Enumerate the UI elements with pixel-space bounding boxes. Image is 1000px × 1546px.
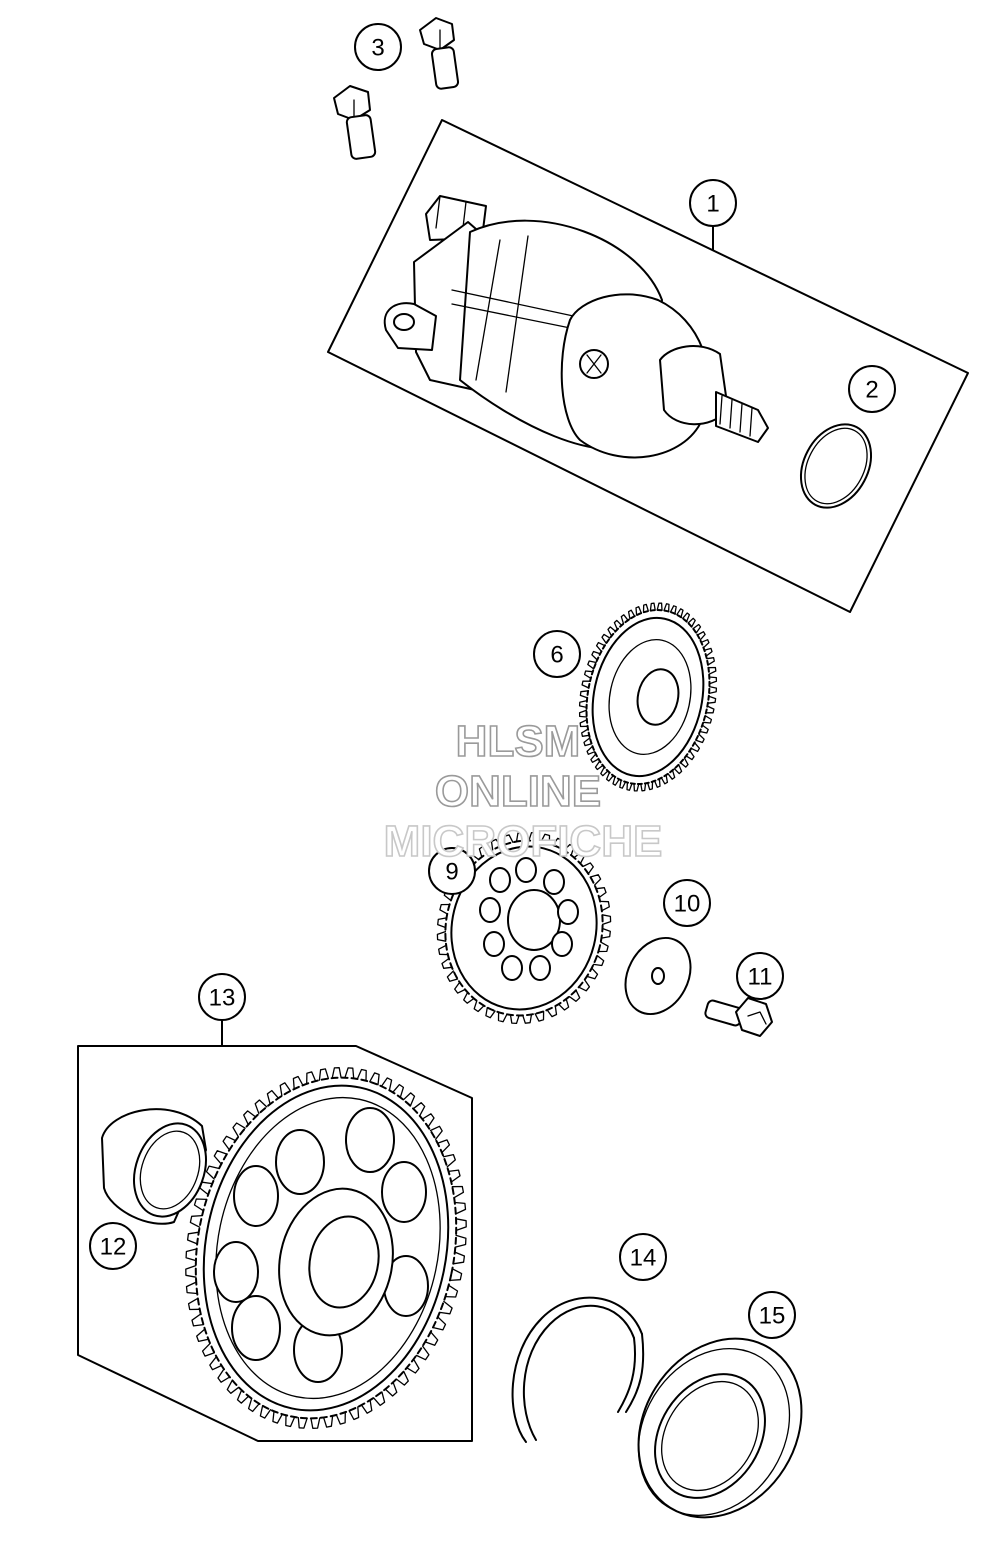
torque-limiter-gear — [444, 839, 604, 1017]
o-ring — [799, 423, 873, 509]
watermark-line-2: ONLINE — [435, 767, 601, 816]
callout-14: 14 — [619, 1233, 667, 1281]
callout-9: 9 — [428, 847, 476, 895]
callout-15: 15 — [748, 1291, 796, 1339]
callout-11: 11 — [736, 952, 784, 1000]
svg-text:13: 13 — [209, 985, 236, 1012]
washer — [624, 936, 692, 1016]
needle-bearing — [101, 1108, 207, 1225]
svg-text:11: 11 — [748, 964, 773, 991]
svg-text:1: 1 — [706, 191, 719, 218]
svg-text:12: 12 — [100, 1234, 127, 1261]
freewheel-gear — [194, 1076, 458, 1420]
callout-1: 1 — [689, 179, 737, 227]
freewheel-frame — [77, 1045, 473, 1442]
svg-text:9: 9 — [445, 859, 458, 886]
starter-motor-frame — [327, 119, 969, 613]
watermark-line-1: HLSM — [456, 717, 581, 766]
screw-upper — [419, 17, 460, 90]
svg-text:6: 6 — [550, 642, 563, 669]
ball-bearing — [637, 1337, 803, 1519]
watermark-line-3: MICROFICHE — [384, 817, 663, 866]
freewheel-gear-teeth — [185, 1067, 467, 1429]
retaining-ring — [511, 1296, 643, 1443]
svg-text:14: 14 — [630, 1245, 657, 1272]
svg-text:3: 3 — [371, 35, 384, 62]
svg-text:10: 10 — [674, 891, 701, 918]
callout-13: 13 — [198, 973, 246, 1021]
svg-text:15: 15 — [759, 1303, 786, 1330]
callout-12: 12 — [89, 1222, 137, 1270]
screw-lower — [333, 85, 377, 160]
screw-small — [704, 997, 773, 1037]
starter-motor — [383, 195, 769, 459]
callout-10: 10 — [663, 879, 711, 927]
callout-2: 2 — [848, 365, 896, 413]
intermediate-gear-teeth — [578, 602, 718, 792]
callout-3: 3 — [354, 23, 402, 71]
intermediate-gear — [585, 609, 711, 785]
svg-text:2: 2 — [865, 377, 878, 404]
callout-6: 6 — [533, 630, 581, 678]
